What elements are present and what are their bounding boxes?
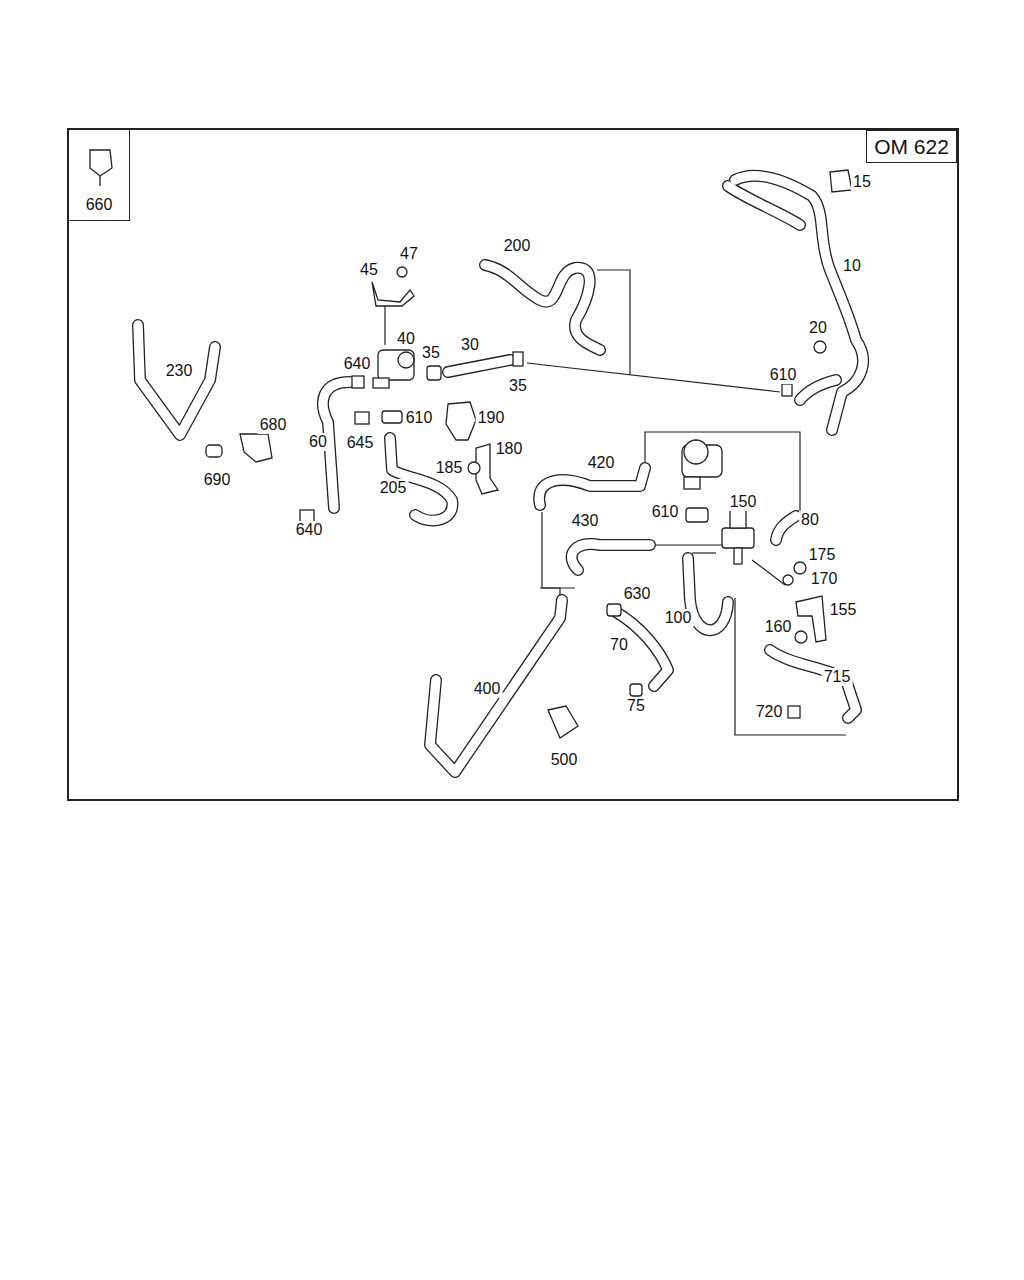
callout-number: 35 <box>420 344 442 362</box>
callout-number: 35 <box>507 377 529 395</box>
hose-fill <box>430 600 562 772</box>
callout-number: 645 <box>345 434 376 452</box>
callout-number: 500 <box>549 751 580 769</box>
callout-number: 155 <box>828 601 859 619</box>
model-code: OM 622 <box>874 135 949 159</box>
callout-number: 150 <box>728 493 759 511</box>
hose-fill <box>688 558 728 630</box>
hose-outline <box>572 544 650 570</box>
callout-number: 75 <box>625 697 647 715</box>
leader-lines <box>385 270 846 735</box>
hose-fill <box>800 380 836 400</box>
callout-number: 630 <box>622 585 653 603</box>
callout-number: 610 <box>650 503 681 521</box>
hose-fill <box>728 186 800 225</box>
hoses <box>138 176 863 772</box>
callout-number: 660 <box>86 196 113 214</box>
callout-number: 430 <box>570 512 601 530</box>
callout-number: 610 <box>768 366 799 384</box>
hose-fill <box>539 468 645 505</box>
callout-number: 690 <box>202 471 233 489</box>
callout-number: 10 <box>841 257 863 275</box>
callout-number: 610 <box>404 409 435 427</box>
callout-number: 160 <box>763 618 794 636</box>
callout-number: 70 <box>608 636 630 654</box>
callout-number: 720 <box>754 703 785 721</box>
callout-number: 45 <box>358 261 380 279</box>
hose-outline <box>728 186 800 225</box>
callout-number: 185 <box>434 459 465 477</box>
hose-outline <box>138 325 215 435</box>
callout-number: 230 <box>164 362 195 380</box>
hose-fill <box>776 516 796 540</box>
callout-number: 205 <box>378 479 409 497</box>
callout-number: 47 <box>398 245 420 263</box>
hose-outline <box>800 380 836 400</box>
callout-number: 60 <box>307 433 329 451</box>
callout-number: 170 <box>809 570 840 588</box>
hose-outline <box>430 600 562 772</box>
callout-number: 420 <box>586 454 617 472</box>
hose-fill <box>485 265 600 350</box>
hose-fill <box>735 176 863 430</box>
callout-number: 100 <box>663 609 694 627</box>
callout-number: 15 <box>851 173 873 191</box>
callout-number: 180 <box>494 440 525 458</box>
model-tag: OM 622 <box>866 130 957 163</box>
callout-number: 640 <box>294 521 325 539</box>
callout-number: 715 <box>822 668 853 686</box>
inset-box: 660 <box>68 129 130 221</box>
callout-number: 200 <box>502 237 533 255</box>
callout-number: 40 <box>395 330 417 348</box>
callout-number: 680 <box>258 416 289 434</box>
callout-number: 80 <box>799 511 821 529</box>
hose-fill <box>138 325 215 435</box>
hose-outline <box>485 265 600 350</box>
hose-fill <box>448 360 510 372</box>
callout-number: 20 <box>807 319 829 337</box>
callout-number: 30 <box>459 336 481 354</box>
hose-outline <box>776 516 796 540</box>
callout-number: 640 <box>342 355 373 373</box>
callout-number: 175 <box>807 546 838 564</box>
hose-fill <box>572 544 650 570</box>
callout-number: 190 <box>476 409 507 427</box>
hose-outline <box>688 558 728 630</box>
frame <box>68 129 958 800</box>
callout-number: 400 <box>472 680 503 698</box>
hose-outline <box>448 360 510 372</box>
parts <box>90 150 852 738</box>
hose-outline <box>539 468 645 505</box>
hose-outline <box>735 176 863 430</box>
